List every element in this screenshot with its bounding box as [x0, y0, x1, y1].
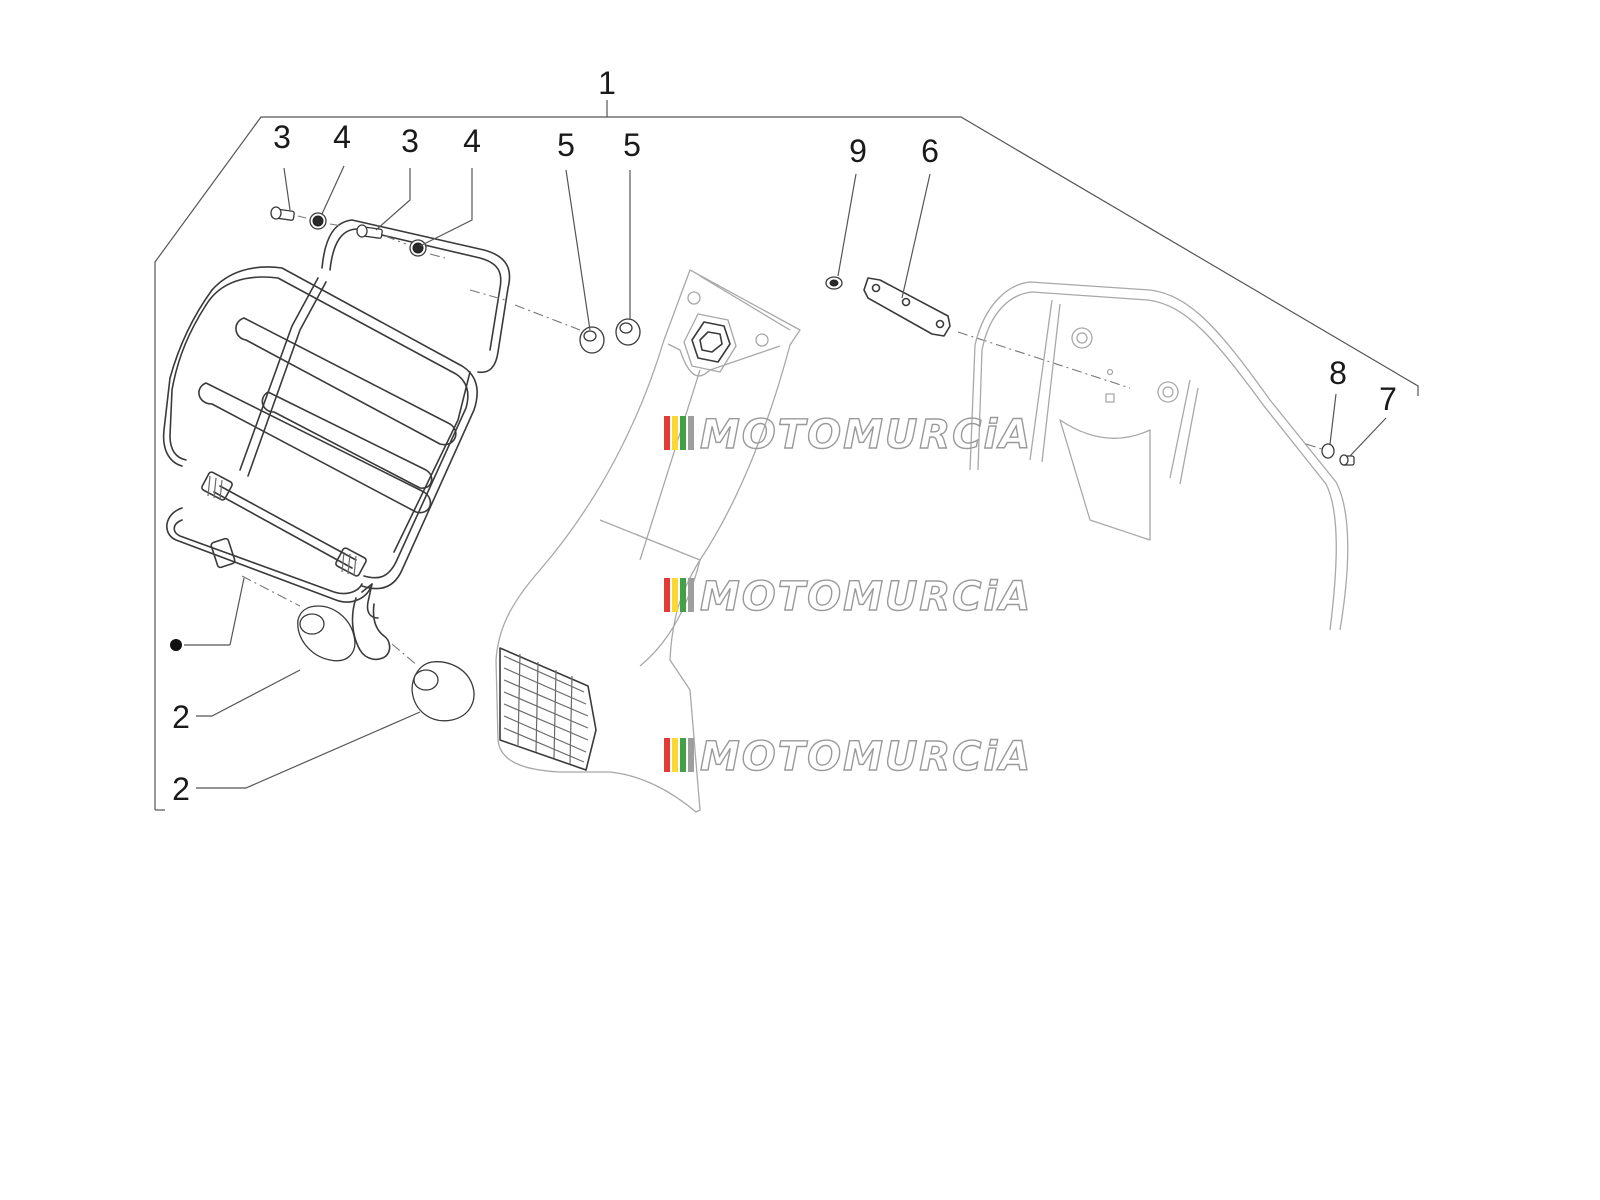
watermark-top: MOTOMURCiA [664, 411, 1032, 459]
watermark-middle: MOTOMURCiA [664, 573, 1032, 621]
watermark-text: MOTOMURCiA [700, 734, 1032, 780]
washer-4-left [309, 212, 327, 230]
callout-3-right: 3 [401, 123, 419, 159]
hinge-plate-6 [863, 277, 951, 337]
horn-grille [499, 647, 597, 771]
watermark-text: MOTOMURCiA [700, 574, 1032, 620]
leader-lines [170, 165, 1387, 789]
callout-3-left: 3 [273, 119, 291, 155]
watermark-bottom: MOTOMURCiA [664, 733, 1032, 781]
rubber-foot-2-upper [297, 605, 356, 662]
wm-stripe-4 [688, 738, 694, 772]
rear-leg-shield [969, 281, 1349, 631]
nut-9 [825, 276, 843, 290]
rubber-foot-2-lower [411, 661, 475, 722]
hinge-spring-left [201, 471, 233, 501]
screw-3-left [270, 206, 295, 221]
assembly-bracket [154, 100, 1419, 811]
wm-stripe-1 [664, 578, 670, 612]
leg-shield [495, 269, 801, 813]
callout-9: 9 [849, 133, 867, 169]
callout-4-right: 4 [463, 123, 481, 159]
wm-stripe-1 [664, 416, 670, 450]
callout-2-upper: 2 [172, 699, 190, 735]
washer-8 [1321, 443, 1335, 459]
hinge-spring-right [335, 547, 367, 577]
callout-5-left: 5 [557, 127, 575, 163]
wm-stripe-4 [688, 578, 694, 612]
reference-dot [170, 639, 182, 651]
wm-stripe-2 [672, 416, 678, 450]
washer-4-right [409, 239, 427, 257]
callout-5-right: 5 [623, 127, 641, 163]
callout-labels: 1 2 2 3 3 4 4 5 5 6 7 8 9 [172, 65, 1397, 807]
wm-stripe-3 [680, 416, 686, 450]
wm-stripe-2 [672, 738, 678, 772]
screw-7 [1339, 454, 1355, 466]
wm-stripe-1 [664, 738, 670, 772]
wm-stripe-2 [672, 578, 678, 612]
callout-4-left: 4 [333, 119, 351, 155]
wm-stripe-3 [680, 738, 686, 772]
callout-7: 7 [1379, 381, 1397, 417]
luggage-rack [162, 219, 511, 661]
wm-stripe-4 [688, 416, 694, 450]
callout-1: 1 [598, 65, 616, 101]
callout-6: 6 [921, 133, 939, 169]
screw-3-right [356, 224, 383, 239]
callout-8: 8 [1329, 355, 1347, 391]
buffer-5-left [579, 326, 605, 354]
buffer-5-right [615, 318, 641, 346]
watermark-text: MOTOMURCiA [700, 412, 1032, 458]
callout-2-lower: 2 [172, 771, 190, 807]
wm-stripe-3 [680, 578, 686, 612]
